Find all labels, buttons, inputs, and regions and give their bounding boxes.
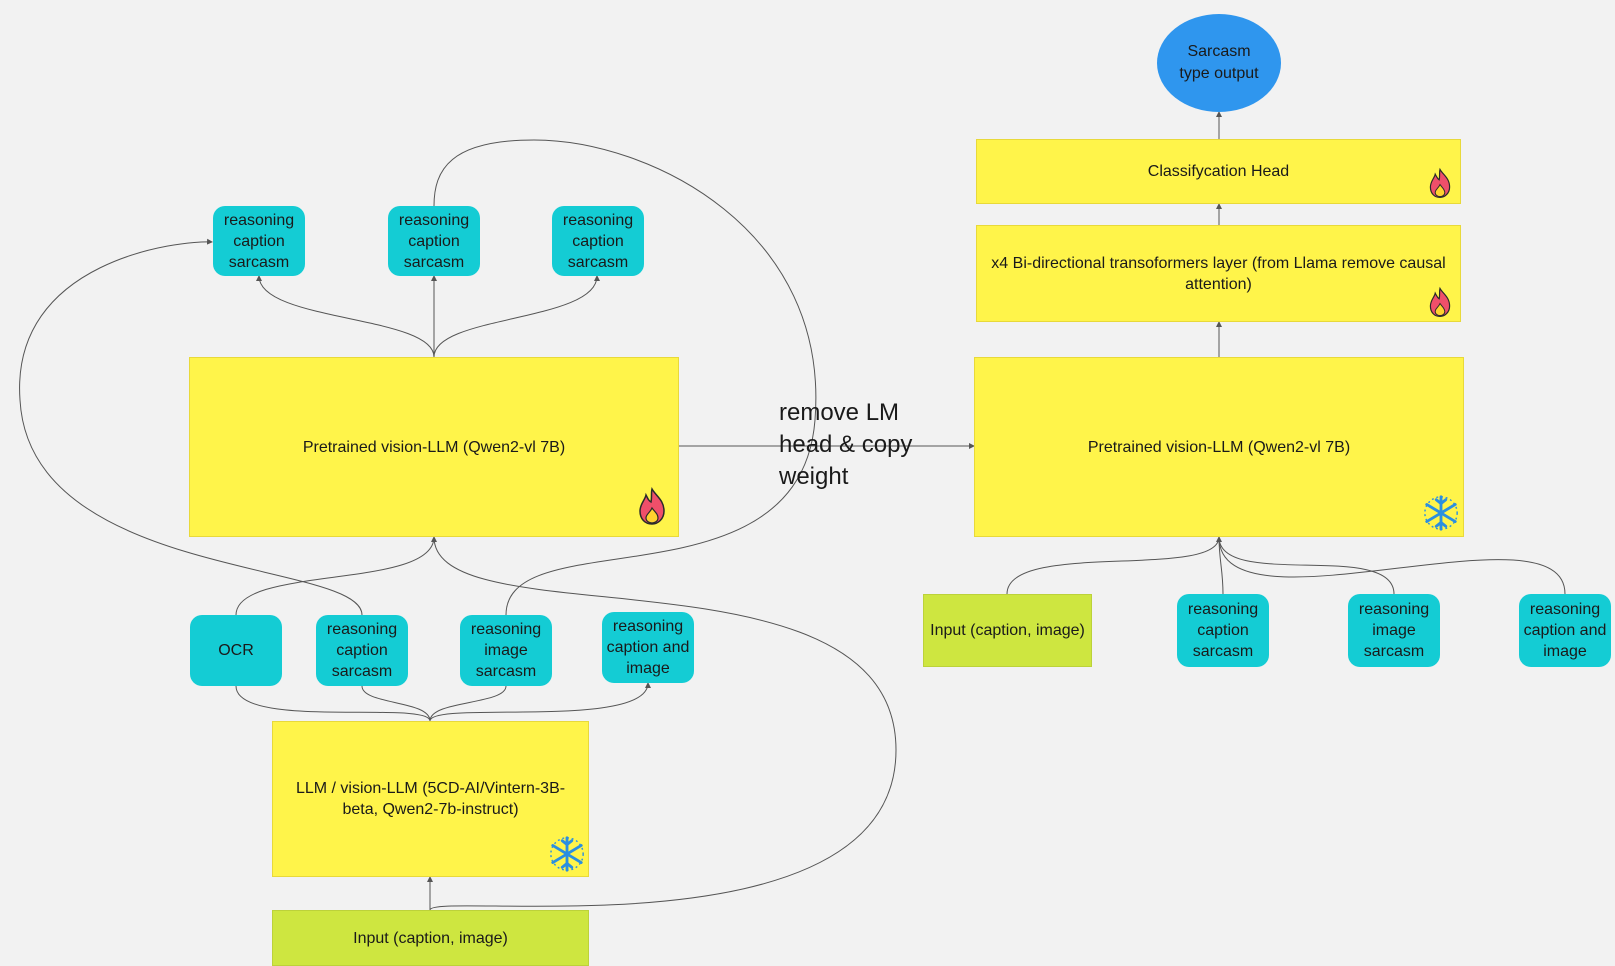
right-reasoning-caption-and-image: reasoning caption and image bbox=[1519, 594, 1611, 667]
fire-icon bbox=[1429, 167, 1451, 199]
node-label: reasoning caption sarcasm bbox=[223, 211, 295, 271]
bidirectional-transformer-layers: x4 Bi-directional transoformers layer (f… bbox=[976, 225, 1461, 322]
right-input-caption-image: Input (caption, image) bbox=[923, 594, 1092, 667]
fire-icon bbox=[639, 487, 665, 525]
transfer-label: remove LM head & copy weight bbox=[779, 399, 913, 490]
sarcasm-type-output: Sarcasm type output bbox=[1157, 14, 1281, 112]
pretrained-vision-llm-trainable: Pretrained vision-LLM (Qwen2-vl 7B) bbox=[189, 357, 679, 537]
node-label: LLM / vision-LLM (5CD-AI/Vintern-3B-beta… bbox=[295, 780, 566, 818]
node-label: reasoning caption sarcasm bbox=[1187, 601, 1259, 660]
node-label: Input (caption, image) bbox=[353, 929, 508, 947]
left-input-caption-image: Input (caption, image) bbox=[272, 910, 589, 966]
fire-icon bbox=[1429, 286, 1451, 318]
mid-reasoning-caption-sarcasm: reasoning caption sarcasm bbox=[316, 615, 408, 686]
node-label: reasoning caption sarcasm bbox=[562, 211, 634, 271]
node-label: reasoning caption sarcasm bbox=[326, 621, 398, 680]
node-label: OCR bbox=[218, 642, 254, 659]
node-label: reasoning caption and image bbox=[606, 618, 690, 677]
mid-reasoning-image-sarcasm: reasoning image sarcasm bbox=[460, 615, 552, 686]
node-label: Input (caption, image) bbox=[930, 622, 1085, 639]
right-reasoning-caption-sarcasm: reasoning caption sarcasm bbox=[1177, 594, 1269, 667]
node-label: Pretrained vision-LLM (Qwen2-vl 7B) bbox=[1087, 438, 1351, 456]
top-output-reasoning-caption-sarcasm-2: reasoning caption sarcasm bbox=[388, 206, 480, 276]
snowflake-icon bbox=[550, 836, 584, 872]
ocr-node: OCR bbox=[190, 615, 282, 686]
classification-head: Classifycation Head bbox=[976, 139, 1461, 204]
node-label: reasoning image sarcasm bbox=[1358, 601, 1430, 660]
node-label: Classifycation Head bbox=[1147, 163, 1290, 180]
node-label: Pretrained vision-LLM (Qwen2-vl 7B) bbox=[302, 438, 566, 456]
node-label: Sarcasm type output bbox=[1179, 43, 1259, 82]
right-reasoning-image-sarcasm: reasoning image sarcasm bbox=[1348, 594, 1440, 667]
pretrained-vision-llm-frozen: Pretrained vision-LLM (Qwen2-vl 7B) bbox=[974, 357, 1464, 537]
generator-llm-frozen: LLM / vision-LLM (5CD-AI/Vintern-3B-beta… bbox=[272, 721, 589, 877]
snowflake-icon bbox=[1424, 495, 1458, 531]
top-output-reasoning-caption-sarcasm-3: reasoning caption sarcasm bbox=[552, 206, 644, 276]
mid-reasoning-caption-and-image: reasoning caption and image bbox=[602, 612, 694, 683]
node-label: reasoning caption and image bbox=[1523, 601, 1607, 660]
top-output-reasoning-caption-sarcasm-1: reasoning caption sarcasm bbox=[213, 206, 305, 276]
node-label: reasoning image sarcasm bbox=[470, 621, 542, 680]
node-label: x4 Bi-directional transoformers layer (f… bbox=[991, 254, 1446, 293]
node-label: reasoning caption sarcasm bbox=[398, 211, 470, 271]
